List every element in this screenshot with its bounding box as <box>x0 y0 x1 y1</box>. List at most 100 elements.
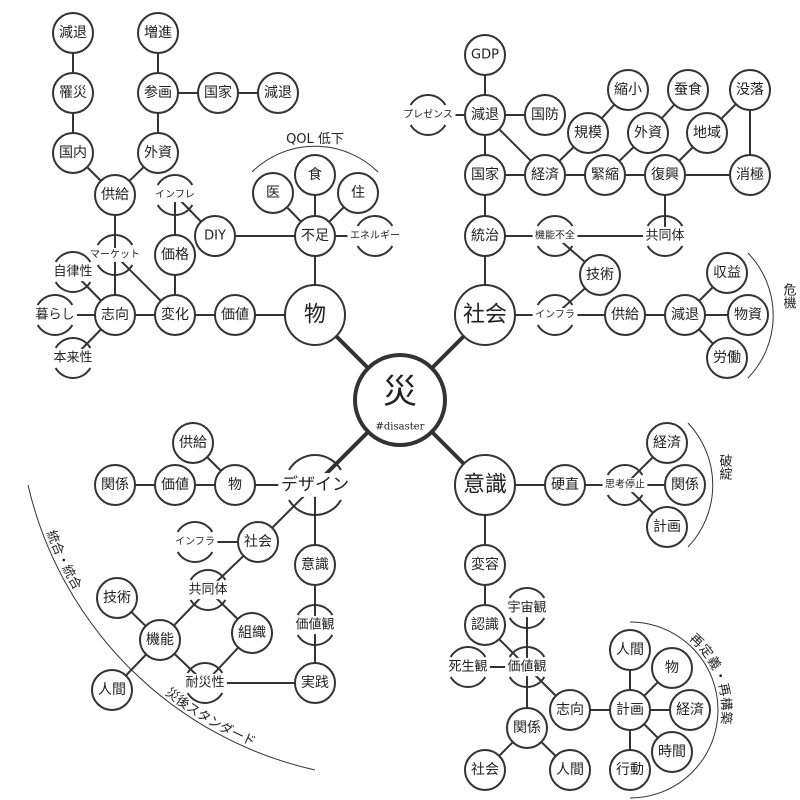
node-d12[interactable]: 志向 <box>549 689 591 731</box>
node-a1[interactable]: 減退 <box>52 12 94 54</box>
node-b4[interactable]: 国防 <box>524 94 566 136</box>
node-b15[interactable]: 消極 <box>729 154 771 196</box>
node-b18[interactable]: 共同体 <box>643 215 687 257</box>
node-c12[interactable]: 機能 <box>139 619 181 661</box>
node-b1[interactable]: GDP <box>464 34 506 76</box>
node-a5[interactable]: 参画 <box>137 72 179 114</box>
node-c8[interactable]: 意識 <box>294 544 336 586</box>
node-a23[interactable]: 価値 <box>214 294 256 336</box>
node-c11[interactable]: 組織 <box>231 612 273 654</box>
node-c7[interactable]: 社会 <box>237 521 279 563</box>
node-label: 行動 <box>616 762 644 778</box>
node-a12[interactable]: 価格 <box>154 234 196 276</box>
node-c3[interactable]: 価値 <box>154 464 196 506</box>
node-d4[interactable]: 経済 <box>646 422 688 464</box>
node-circle <box>94 464 136 506</box>
node-c4[interactable]: 物 <box>214 464 256 506</box>
node-b12[interactable]: 経済 <box>524 154 566 196</box>
node-d8[interactable]: 認識 <box>464 604 506 646</box>
node-a4[interactable]: 増進 <box>137 12 179 54</box>
node-a7[interactable]: 減退 <box>257 72 299 114</box>
node-a24[interactable]: 物 <box>284 284 346 346</box>
node-b24[interactable]: 収益 <box>706 252 748 294</box>
node-c6[interactable]: インフラ <box>172 521 218 563</box>
node-d7[interactable]: 変容 <box>464 544 506 586</box>
node-circle <box>94 174 136 216</box>
node-b9[interactable]: 外資 <box>627 112 669 154</box>
node-d14[interactable]: 人間 <box>609 629 651 671</box>
node-b8[interactable]: 規模 <box>567 112 609 154</box>
node-c5[interactable]: デザイン <box>278 454 352 516</box>
node-b23[interactable]: 減退 <box>664 294 706 336</box>
node-label: 人間 <box>556 762 584 778</box>
node-d2[interactable]: 硬直 <box>544 464 586 506</box>
node-c15[interactable]: 耐災性 <box>183 662 227 704</box>
node-a18[interactable]: エネルギー <box>347 215 403 257</box>
node-ring <box>186 662 224 704</box>
node-circle <box>664 464 706 506</box>
node-a20[interactable]: 暮らし <box>33 294 77 336</box>
node-d11[interactable]: 価値観 <box>505 646 549 688</box>
node-b26[interactable]: 労働 <box>706 337 748 379</box>
node-b22[interactable]: 供給 <box>604 294 646 336</box>
node-d19[interactable]: 関係 <box>506 707 548 749</box>
node-a16[interactable]: 食 <box>294 154 336 196</box>
node-c10[interactable]: 技術 <box>96 577 138 619</box>
node-a8[interactable]: 外資 <box>137 132 179 174</box>
node-d10[interactable]: 死生観 <box>446 646 490 688</box>
node-b2[interactable]: プレゼンス <box>400 94 456 136</box>
node-a10[interactable]: インフレ <box>152 174 198 216</box>
node-a14[interactable]: 不足 <box>294 215 336 257</box>
node-b13[interactable]: 緊縮 <box>584 154 626 196</box>
node-c9[interactable]: 共同体 <box>186 569 230 611</box>
node-a15[interactable]: 医 <box>252 172 294 214</box>
node-b14[interactable]: 復興 <box>644 154 686 196</box>
node-d21[interactable]: 人間 <box>549 749 591 791</box>
node-d16[interactable]: 経済 <box>669 689 711 731</box>
node-label: 技術 <box>103 590 131 606</box>
node-b20[interactable]: 社会 <box>454 284 516 346</box>
node-a11[interactable]: マーケット <box>87 234 143 276</box>
node-b25[interactable]: 物資 <box>727 294 769 336</box>
node-d3[interactable]: 思考停止 <box>602 464 648 506</box>
node-a3[interactable]: 国内 <box>52 132 94 174</box>
node-b7[interactable]: 没落 <box>729 69 771 111</box>
node-b10[interactable]: 地域 <box>686 112 728 154</box>
node-a13[interactable]: DIY <box>194 215 236 257</box>
node-b17[interactable]: 機能不全 <box>532 215 578 257</box>
sougou-arc <box>27 484 316 771</box>
node-d5[interactable]: 関係 <box>664 464 706 506</box>
node-d13[interactable]: 計画 <box>609 689 651 731</box>
center-node[interactable]: 災 #disaster <box>353 353 447 447</box>
node-a21[interactable]: 志向 <box>94 294 136 336</box>
node-circle <box>579 254 621 296</box>
node-b6[interactable]: 蚕食 <box>667 69 709 111</box>
node-d17[interactable]: 時間 <box>651 731 693 773</box>
node-d1[interactable]: 意識 <box>454 454 516 516</box>
node-d15[interactable]: 物 <box>651 647 693 689</box>
node-d18[interactable]: 行動 <box>609 749 651 791</box>
node-a22[interactable]: 変化 <box>154 294 196 336</box>
node-c13[interactable]: 価値観 <box>293 604 337 646</box>
node-a17[interactable]: 住 <box>337 172 379 214</box>
node-d6[interactable]: 計画 <box>646 506 688 548</box>
node-label: 物資 <box>734 307 762 323</box>
node-b11[interactable]: 国家 <box>464 154 506 196</box>
node-a9[interactable]: 供給 <box>94 174 136 216</box>
node-b16[interactable]: 統治 <box>464 215 506 257</box>
node-b5[interactable]: 縮小 <box>607 69 649 111</box>
node-c16[interactable]: 実践 <box>294 662 336 704</box>
node-c2[interactable]: 関係 <box>94 464 136 506</box>
node-a2[interactable]: 罹災 <box>52 72 94 114</box>
node-b21[interactable]: インフラ <box>532 294 578 336</box>
node-d9[interactable]: 宇宙観 <box>505 587 549 629</box>
node-circle <box>337 172 379 214</box>
node-a25[interactable]: 本来性 <box>51 337 95 379</box>
node-a6[interactable]: 国家 <box>197 72 239 114</box>
node-d20[interactable]: 社会 <box>464 749 506 791</box>
node-b3[interactable]: 減退 <box>464 94 506 136</box>
node-b19[interactable]: 技術 <box>579 254 621 296</box>
node-a19[interactable]: 自律性 <box>51 251 95 293</box>
node-c14[interactable]: 人間 <box>91 669 133 711</box>
node-c1[interactable]: 供給 <box>172 422 214 464</box>
